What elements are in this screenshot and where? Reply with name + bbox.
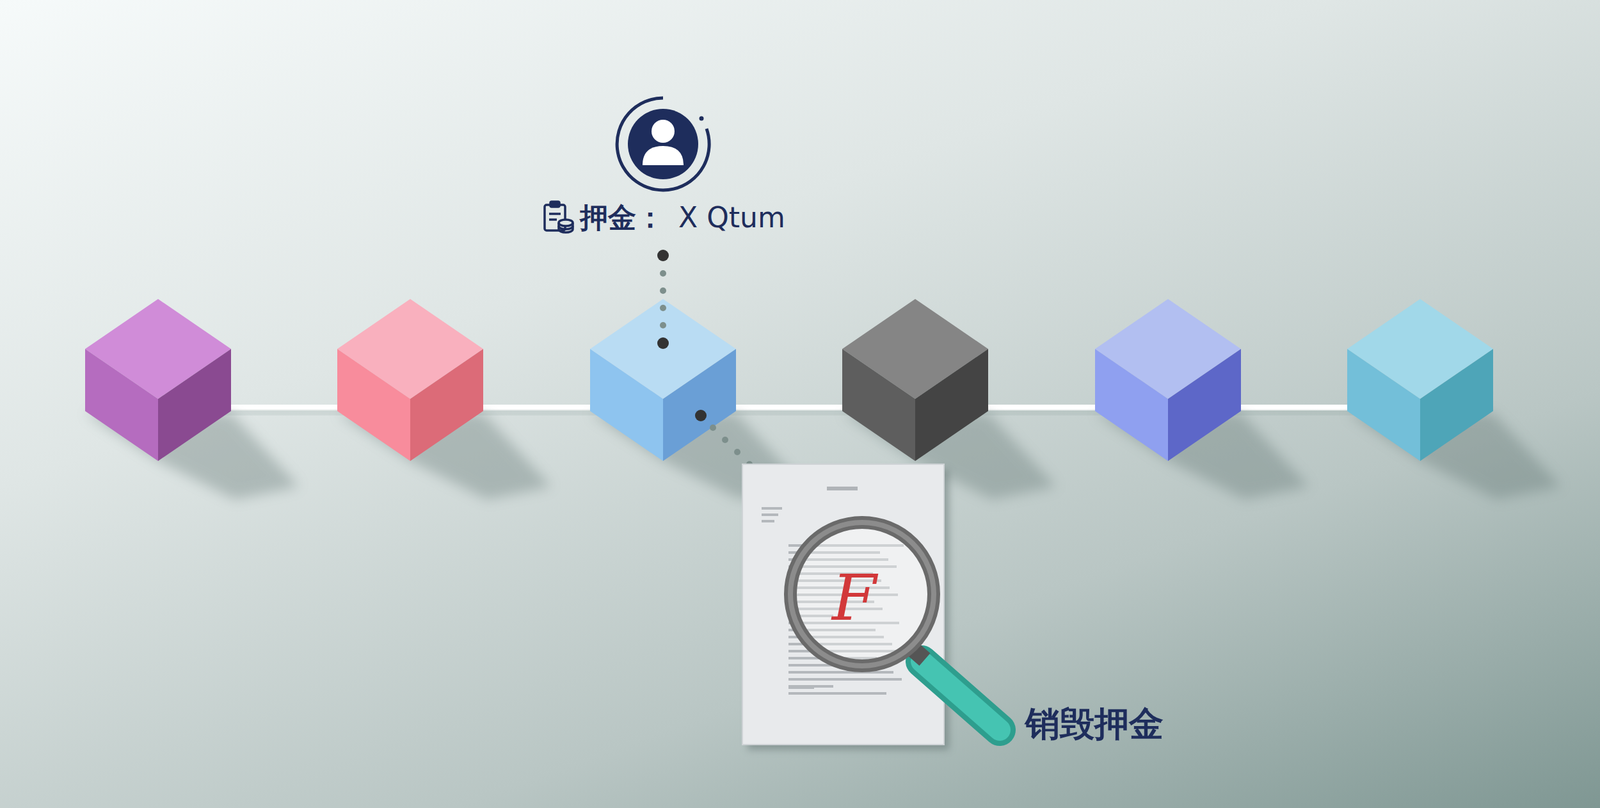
block-cube (85, 298, 299, 500)
deposit-label: 押金： (579, 203, 665, 232)
leader-dots (657, 249, 768, 482)
deposit-icon (544, 201, 573, 233)
block-cube (1347, 298, 1561, 500)
grade-mark: F (832, 565, 877, 630)
block-cube (337, 298, 552, 500)
block-cube (1095, 298, 1309, 500)
burn-deposit-label: 销毁押金 (1025, 706, 1164, 742)
magnifier (790, 522, 1000, 730)
deposit-amount: X Qtum (678, 203, 786, 232)
document (742, 464, 950, 750)
user-icon (616, 97, 710, 191)
